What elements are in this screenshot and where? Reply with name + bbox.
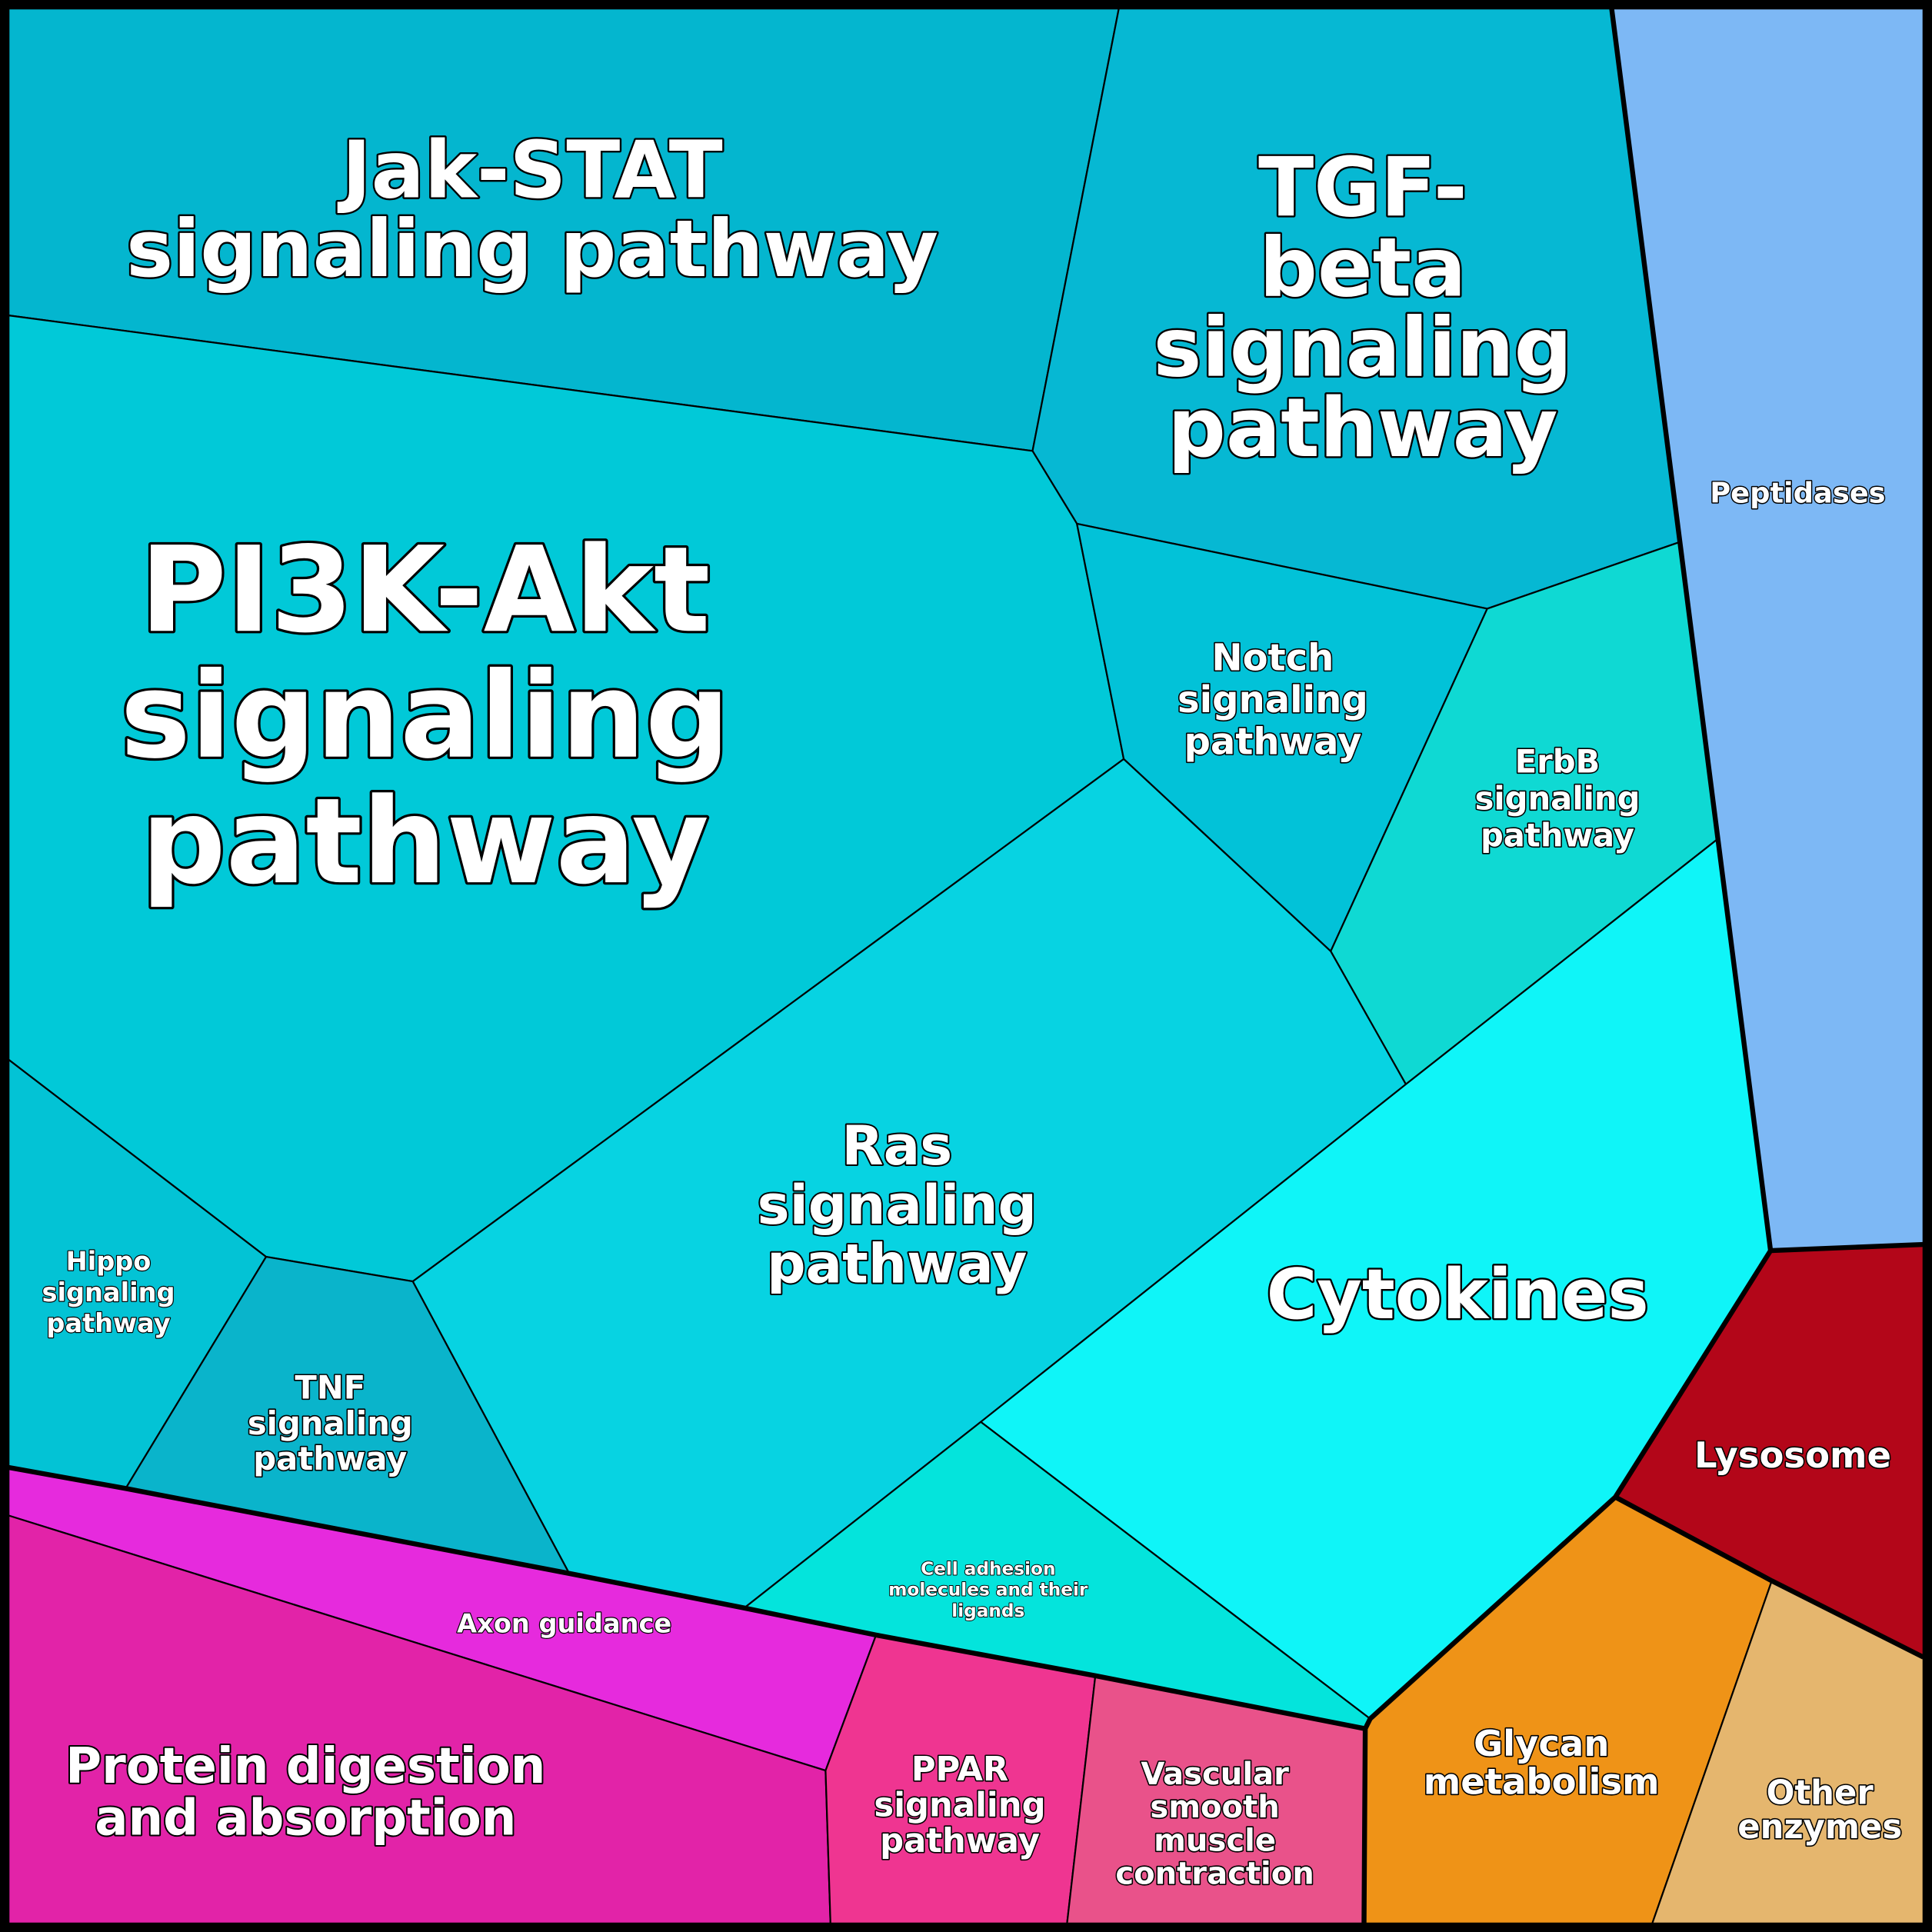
- label-line: signaling: [248, 1404, 413, 1442]
- label-line: signaling: [1154, 301, 1573, 395]
- label-line: signaling: [758, 1174, 1037, 1237]
- label-line: signaling: [42, 1277, 175, 1307]
- label-line: pathway: [1184, 720, 1361, 763]
- group-border: [1770, 1241, 1924, 1254]
- label-line: molecules and their: [888, 1580, 1088, 1601]
- label-line: Vascular: [1141, 1757, 1289, 1792]
- label-line: pathway: [1481, 817, 1634, 854]
- label-line: TNF: [295, 1368, 365, 1406]
- label-line: enzymes: [1737, 1808, 1902, 1847]
- label-line: Jak-STAT: [338, 125, 723, 216]
- label-line: Glycan: [1474, 1723, 1609, 1764]
- cells-layer: [8, 8, 1924, 1924]
- label-line: signaling: [874, 1786, 1045, 1824]
- label-line: Notch: [1211, 637, 1334, 680]
- label-line: Cytokines: [1267, 1255, 1649, 1335]
- label-axon-guidance: Axon guidance: [457, 1609, 671, 1639]
- label-line: ErbB: [1515, 743, 1601, 781]
- label-line: Hippo: [66, 1247, 152, 1277]
- label-line: Other: [1767, 1774, 1874, 1812]
- label-line: Lysosome: [1694, 1434, 1891, 1476]
- label-line: PI3K-Akt: [140, 521, 710, 659]
- label-line: Cell adhesion: [921, 1558, 1055, 1579]
- label-line: signaling: [120, 648, 730, 785]
- label-line: Axon guidance: [457, 1609, 671, 1639]
- label-line: pathway: [767, 1233, 1027, 1296]
- label-line: signaling pathway: [126, 204, 938, 295]
- label-line: contraction: [1115, 1857, 1314, 1892]
- group-border: [8, 1464, 1366, 1731]
- label-line: signaling: [1178, 678, 1368, 721]
- label-peptidases: Peptidases: [1710, 477, 1885, 510]
- label-line: pathway: [880, 1822, 1040, 1860]
- label-line: metabolism: [1424, 1761, 1660, 1803]
- label-line: smooth: [1150, 1790, 1279, 1825]
- label-lysosome: Lysosome: [1694, 1434, 1891, 1476]
- label-line: ligands: [951, 1601, 1024, 1621]
- label-line: pathway: [46, 1308, 170, 1338]
- label-line: TGF-: [1258, 140, 1467, 235]
- label-line: pathway: [253, 1440, 407, 1477]
- label-line: muscle: [1154, 1823, 1276, 1858]
- group-border: [1361, 8, 1774, 1924]
- label-line: Peptidases: [1710, 477, 1885, 510]
- group-border: [1614, 1494, 1925, 1660]
- label-line: beta: [1259, 221, 1466, 315]
- label-cytokines: Cytokines: [1267, 1255, 1649, 1335]
- label-line: pathway: [1168, 381, 1557, 475]
- label-line: Ras: [841, 1114, 952, 1178]
- label-line: PPAR: [911, 1750, 1008, 1789]
- label-line: pathway: [142, 773, 709, 911]
- label-line: signaling: [1475, 780, 1641, 818]
- label-line: and absorption: [95, 1790, 516, 1847]
- label-line: Protein digestion: [65, 1738, 545, 1795]
